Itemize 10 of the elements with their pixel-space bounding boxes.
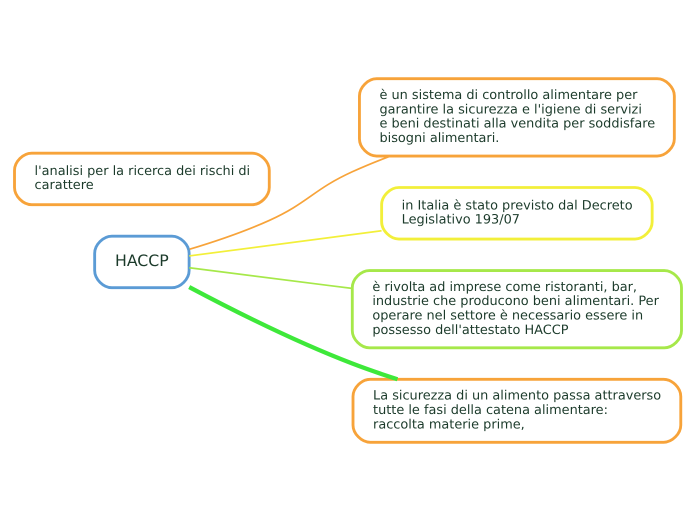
- node-box: HACCP: [93, 234, 191, 289]
- connector: [189, 154, 390, 250]
- connector: [188, 284, 398, 381]
- node-box: in Italia è stato previsto dal Decreto Legislativo 193/07: [380, 186, 654, 240]
- connector: [189, 229, 382, 256]
- node-box: l'analisi per la ricerca dei rischi di carattere: [13, 151, 271, 206]
- node-box: La sicurezza di un alimento passa attraverso tutte le fasi della catena alimentare: raccolta materie prime,: [352, 377, 682, 444]
- node-box: è un sistema di controllo alimentare per garantire la sicurezza e l'igiene di servizi e beni destinati alla vendita per soddisfare bisogni alimentari.: [358, 76, 676, 157]
- node-box: è rivolta ad imprese come ristoranti, bar, industrie che producono beni alimentari. Per operare nel settore è necessario essere in possesso dell'attestato HACCP: [350, 268, 683, 349]
- connector: [189, 266, 352, 289]
